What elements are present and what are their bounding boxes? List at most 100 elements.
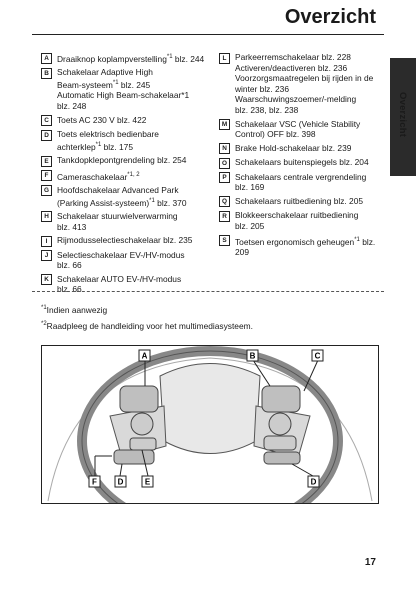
right-item-list: L Parkeerremschakelaar blz. 228 Activeren… [219, 52, 377, 261]
item-text: Hoofdschakelaar Advanced Park (Parking A… [57, 185, 219, 208]
item-key-box: A [41, 52, 52, 64]
item-key-box: L [219, 52, 230, 64]
item-key-box: G [41, 185, 52, 197]
steering-wheel-illustration: A B C F D E D [47, 346, 373, 536]
item-key-box: E [41, 155, 52, 167]
item-text: Toets elektrisch bedienbare achterklep*1… [57, 129, 219, 152]
left-item-list: A Draaiknop koplampverstelling*1 blz. 244… [41, 52, 219, 298]
footnote-text: Indien aanwezig [46, 305, 108, 315]
svg-text:D: D [118, 478, 124, 487]
item-key-box: H [41, 211, 52, 223]
item-label: Parkeerremschakelaar blz. 228 Activeren/… [235, 52, 374, 115]
item-label: Toets elektrisch bedienbare achterklep [57, 129, 159, 152]
item-footnote-mark: *1 [354, 236, 360, 243]
callout-F: F [88, 475, 101, 488]
svg-text:A: A [142, 352, 148, 361]
item-label: Hoofdschakelaar Advanced Park (Parking A… [57, 184, 179, 208]
list-item: S Toetsen ergonomisch geheugen*1 blz. 209 [219, 235, 377, 258]
list-item: L Parkeerremschakelaar blz. 228 Activeren… [219, 52, 377, 116]
item-text: Cameraschakelaar*1, 2 [57, 170, 219, 182]
list-item: E Tankdopklepontgrendeling blz. 254 [41, 155, 219, 167]
item-label: Schakelaars buitenspiegels blz. 204 [235, 157, 369, 168]
item-key-box: S [219, 235, 230, 247]
title-rule [32, 34, 384, 35]
item-text: Toetsen ergonomisch geheugen*1 blz. 209 [235, 235, 377, 258]
item-text: Schakelaar stuurwielverwarming blz. 413 [57, 211, 219, 232]
footnote-2: *2Raadpleeg de handleiding voor het mult… [41, 321, 253, 331]
item-footnote-mark: *1 [112, 79, 119, 86]
steering-wheel-diagram: A B C F D E D [41, 345, 379, 536]
footnote-mark: *2 [41, 321, 47, 328]
item-label: Schakelaars centrale vergrendeling blz. … [235, 171, 367, 193]
list-item: Q Schakelaars ruitbediening blz. 205 [219, 196, 377, 208]
list-item: R Blokkeerschakelaar ruitbediening blz. 2… [219, 210, 377, 231]
section-tab [390, 58, 416, 176]
footnote-1: *1Indien aanwezig [41, 305, 107, 315]
item-label: Tankdopklepontgrendeling blz. 254 [57, 155, 187, 166]
list-item: O Schakelaars buitenspiegels blz. 204 [219, 157, 377, 169]
item-footnote-mark: *1 [95, 141, 102, 148]
item-label: Schakelaar VSC (Vehicle Stability Contro… [235, 118, 361, 140]
item-text: Toets AC 230 V blz. 422 [57, 115, 219, 126]
item-label: Brake Hold-schakelaar blz. 239 [235, 142, 352, 153]
section-tab-label: Overzicht [397, 92, 408, 138]
item-text: Schakelaar AUTO EV-/HV-modus blz. 66 [57, 274, 219, 295]
item-page-ref: blz. 209 [235, 236, 376, 258]
svg-text:D: D [311, 478, 317, 487]
item-label: Schakelaar AUTO EV-/HV-modus blz. 66 [57, 273, 182, 295]
svg-text:E: E [145, 478, 151, 487]
item-key-box: B [41, 67, 52, 79]
item-page-ref: blz. 175 [103, 141, 133, 152]
item-key-box: O [219, 157, 230, 169]
item-text: Schakelaar Adaptive High Beam-systeem*1 … [57, 67, 219, 111]
item-text: Blokkeerschakelaar ruitbediening blz. 20… [235, 210, 377, 231]
item-label: Toetsen ergonomisch geheugen [235, 236, 355, 247]
item-text: Tankdopklepontgrendeling blz. 254 [57, 155, 219, 166]
svg-text:F: F [92, 478, 97, 487]
callout-E: E [141, 475, 154, 488]
footnote-mark: *1 [41, 305, 47, 312]
item-key-box: C [41, 115, 52, 127]
item-text: Parkeerremschakelaar blz. 228 Activeren/… [235, 52, 377, 116]
list-item: H Schakelaar stuurwielverwarming blz. 413 [41, 211, 219, 232]
item-label: Schakelaar Adaptive High Beam-systeem [57, 67, 153, 90]
page-title: Overzicht [284, 6, 376, 28]
list-item: B Schakelaar Adaptive High Beam-systeem*1… [41, 67, 219, 111]
item-key-box: J [41, 250, 52, 262]
list-item: G Hoofdschakelaar Advanced Park (Parking … [41, 185, 219, 208]
item-key-box: R [219, 210, 230, 222]
item-label: Toets AC 230 V blz. 422 [57, 114, 147, 125]
callout-B: B [246, 349, 259, 362]
item-page-ref: blz. 245 Automatic High Beam-schakelaar*… [57, 79, 190, 111]
page-number: 17 [364, 557, 376, 568]
item-label: Schakelaars ruitbediening blz. 205 [235, 195, 364, 206]
svg-text:C: C [315, 352, 321, 361]
footnote-divider [32, 291, 384, 292]
item-key-box: Q [219, 196, 230, 208]
item-text: Draaiknop koplampverstelling*1 blz. 244 [57, 52, 219, 64]
item-key-box: M [219, 119, 230, 131]
item-text: Schakelaars buitenspiegels blz. 204 [235, 157, 377, 168]
item-footnote-mark: *1 [166, 54, 173, 60]
list-item: F Cameraschakelaar*1, 2 [41, 170, 219, 182]
item-text: Schakelaars centrale vergrendeling blz. … [235, 172, 377, 193]
callout-A: A [138, 349, 151, 362]
item-page-ref: blz. 244 [174, 53, 205, 64]
list-item: P Schakelaars centrale vergrendeling blz.… [219, 172, 377, 193]
item-text: Rijmodusselectieschakelaar blz. 235 [57, 235, 219, 246]
item-label: Selectieschakelaar EV-/HV-modus blz. 66 [57, 249, 185, 271]
item-key-box: P [219, 172, 230, 184]
callout-D-left: D [114, 475, 127, 488]
footnote-text: Raadpleeg de handleiding voor het multim… [46, 321, 253, 331]
item-text: Brake Hold-schakelaar blz. 239 [235, 143, 377, 154]
callout-C: C [311, 349, 324, 362]
item-label: Cameraschakelaar [57, 171, 128, 182]
item-footnote-mark: *1, 2 [127, 171, 140, 178]
item-key-box: F [41, 170, 52, 182]
item-key-box: D [41, 129, 52, 141]
item-text: Schakelaars ruitbediening blz. 205 [235, 196, 377, 207]
item-label: Rijmodusselectieschakelaar blz. 235 [57, 235, 193, 246]
